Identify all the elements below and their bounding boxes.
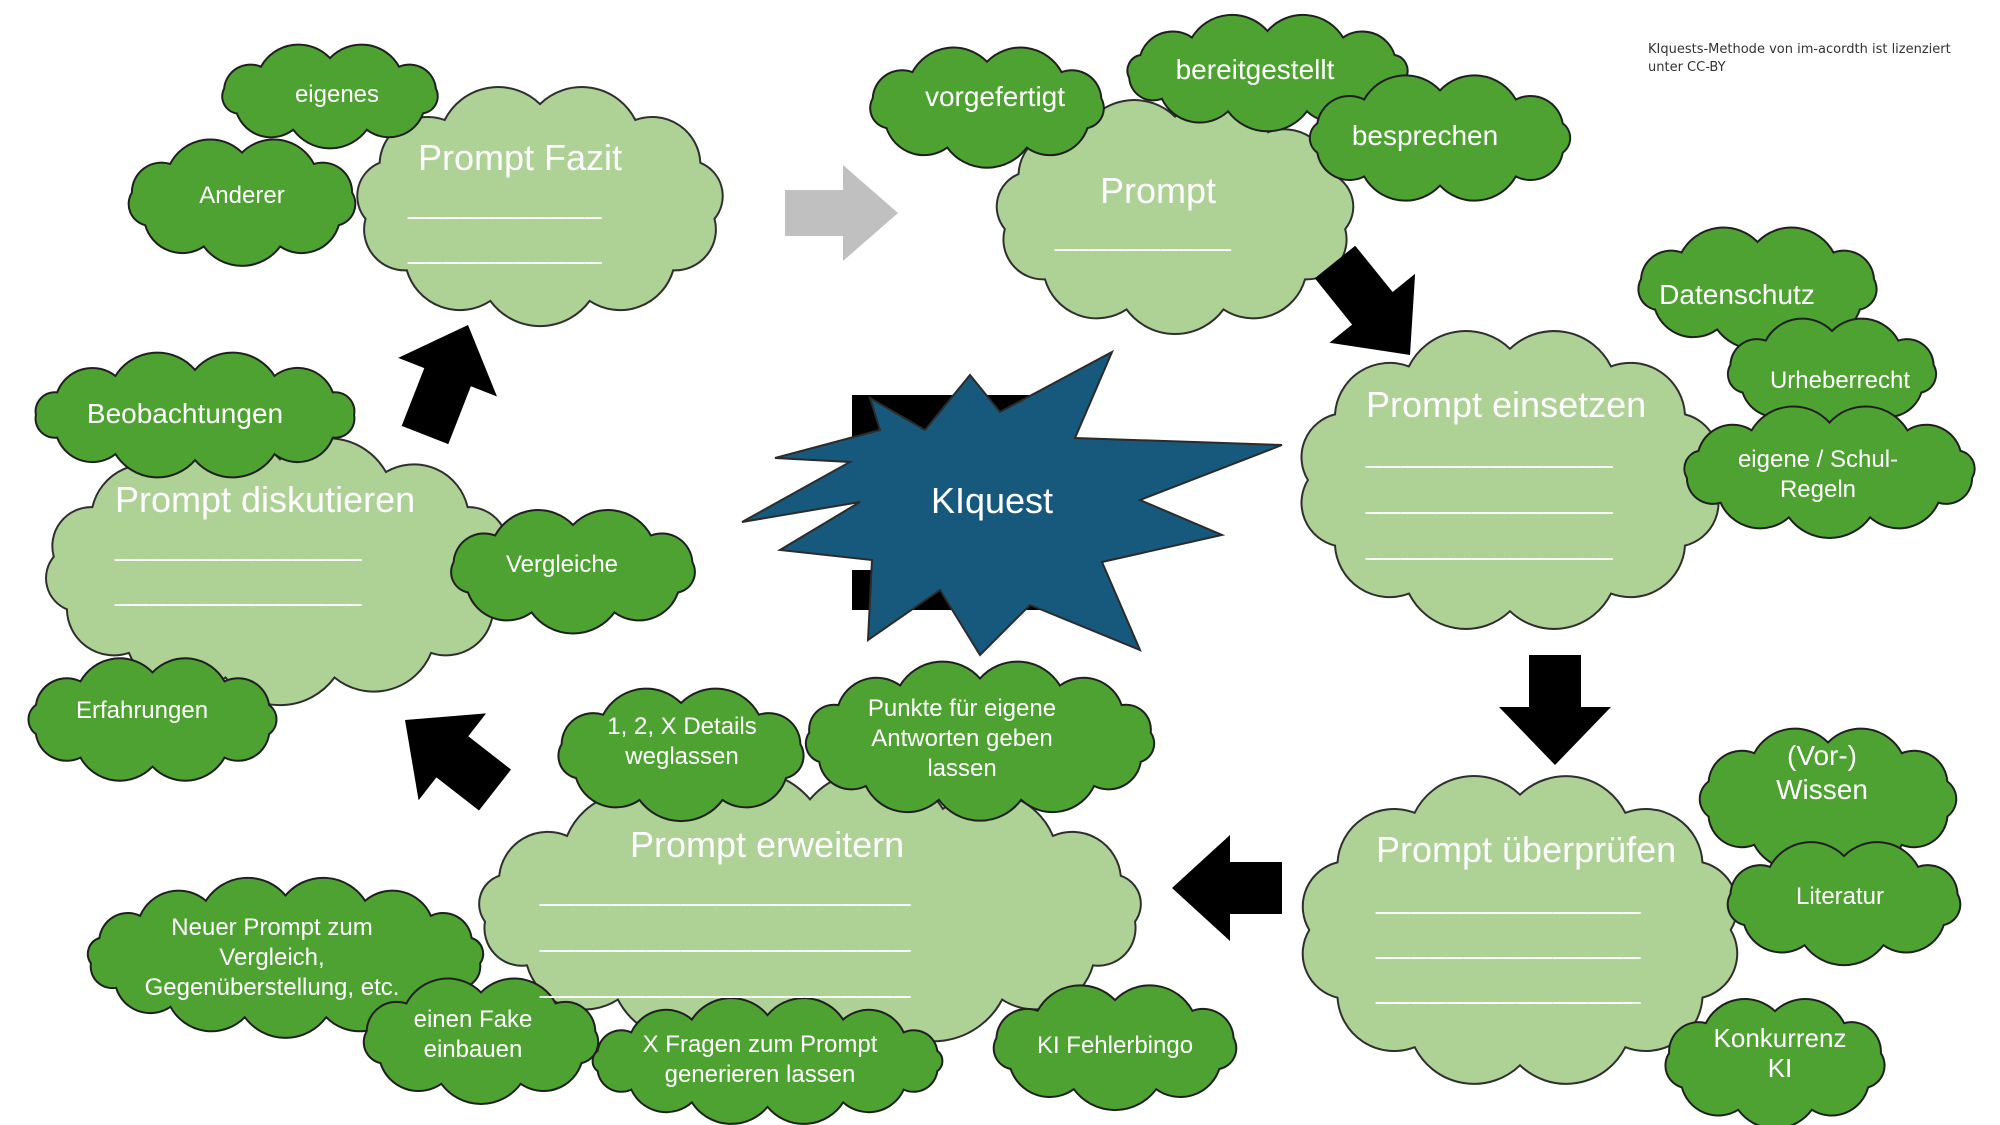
cloud-tag-fehlerbingo [992,984,1238,1111]
cloud-tag-anderer [127,138,357,267]
arrow-ueberpruefen-to-erweitern [1172,835,1282,941]
stage-line-diskutieren-1: ______________ [114,529,363,562]
tag-label-erfahrungen: Erfahrungen [76,697,208,724]
tag-label-konkurrenz-1: Konkurrenz [1714,1023,1847,1053]
cloud-tag-details [557,687,805,822]
cloud-tag-vergleiche [450,509,696,635]
tag-label-fehlerbingo: KI Fehlerbingo [1037,1032,1193,1059]
tag-label-punkte-3: lassen [927,755,996,782]
tag-label-schulregeln-2: Regeln [1780,476,1856,503]
cloud-tag-neuer-prompt [86,876,485,1039]
tag-label-konkurrenz-2: KI [1768,1053,1793,1083]
tag-label-literatur: Literatur [1796,883,1884,910]
tag-label-eigenes: eigenes [295,81,379,108]
stage-line-erweitern-2: _____________________ [539,920,912,953]
tag-label-vergleiche: Vergleiche [506,551,618,578]
stage-line-fazit-1: ___________ [407,187,603,220]
tag-label-vorgefertigt: vorgefertigt [925,81,1065,112]
stage-line-prompt-1: __________ [1054,219,1232,252]
stage-title-einsetzen: Prompt einsetzen [1366,384,1646,425]
stage-title-fazit: Prompt Fazit [418,137,622,178]
arrow-einsetzen-to-ueberpruefen [1499,655,1611,765]
stage-line-einsetzen-1: ______________ [1365,436,1614,469]
tag-label-neuer-prompt-1: Neuer Prompt zum [171,914,372,941]
tag-label-punkte-1: Punkte für eigene [868,695,1056,722]
stage-title-prompt: Prompt [1100,170,1216,211]
tag-label-beobachtungen: Beobachtungen [87,398,283,429]
tag-label-schulregeln-1: eigene / Schul- [1738,446,1898,473]
stage-line-ueberpruefen-2: _______________ [1375,927,1642,960]
cloud-tag-punkte [804,660,1156,822]
stage-title-ueberpruefen: Prompt überprüfen [1376,829,1676,870]
stage-line-ueberpruefen-3: _______________ [1375,972,1642,1005]
arrow-erweitern-to-diskutieren [405,713,511,811]
cloud-prompt-fazit [356,86,724,328]
tag-label-wissen-2: Wissen [1776,774,1868,805]
tag-label-urheberrecht: Urheberrecht [1770,367,1910,394]
cloud-tag-beobachtungen [34,351,356,479]
center-starburst [741,349,1283,657]
tag-label-bereitgestellt: bereitgestellt [1176,54,1335,85]
starburst-shape [741,349,1283,657]
cloud-prompt-ueberpruefen [1301,775,1739,1085]
stage-line-erweitern-3: _____________________ [539,966,912,999]
tag-label-anderer: Anderer [199,182,284,209]
stage-line-diskutieren-2: ______________ [114,574,363,607]
cloud-tag-schulregeln [1683,405,1976,540]
cloud-tag-eigenes [221,43,439,150]
arrow-diskutieren-to-fazit [398,325,497,445]
tag-label-punkte-2: Antworten geben [871,725,1052,752]
tag-label-fake-1: einen Fake [414,1006,533,1033]
cloud-prompt-diskutieren [45,437,515,707]
cloud-tag-erfahrungen [27,657,278,782]
cloud-tag-x-fragen [591,997,944,1125]
diagram-texts: Prompt Fazit ___________ ___________ Prompt… [76,54,1910,1088]
arrow-fazit-to-prompt [785,165,898,261]
tag-label-x-fragen-2: generieren lassen [665,1061,856,1088]
stage-title-diskutieren: Prompt diskutieren [115,479,415,520]
cloud-tag-besprechen [1308,74,1572,202]
stage-line-einsetzen-3: ______________ [1365,528,1614,561]
credit-line-2: unter CC-BY [1648,60,1726,75]
cloud-tag-konkurrenz [1664,998,1886,1125]
tag-clouds [27,13,1976,1125]
stage-clouds [45,86,1739,1085]
tag-label-besprechen: besprechen [1352,120,1498,151]
center-label: KIquest [931,480,1053,521]
stage-line-erweitern-1: _____________________ [539,874,912,907]
stage-line-fazit-2: ___________ [407,232,603,265]
cloud-tag-fake [362,977,600,1105]
stage-line-ueberpruefen-1: _______________ [1375,882,1642,915]
tag-label-details-2: weglassen [624,743,738,770]
tag-label-neuer-prompt-2: Vergleich, [219,944,324,971]
tag-label-neuer-prompt-3: Gegenüberstellung, etc. [145,974,400,1001]
stage-line-einsetzen-2: ______________ [1365,482,1614,515]
cloud-tag-literatur [1726,841,1962,967]
cloud-tag-vorgefertigt [869,46,1105,169]
tag-label-wissen-1: (Vor-) [1787,740,1857,771]
stage-title-erweitern: Prompt erweitern [630,824,904,865]
credit-line-1: KIquests-Methode von im-acordth ist lize… [1648,42,1951,57]
tag-label-datenschutz: Datenschutz [1659,279,1815,310]
tag-label-x-fragen-1: X Fragen zum Prompt [643,1031,878,1058]
cloud-prompt-einsetzen [1300,330,1720,630]
flow-arrows [398,165,1611,941]
tag-label-fake-2: einbauen [424,1036,523,1063]
arrow-prompt-to-einsetzen [1314,245,1416,355]
tag-label-details-1: 1, 2, X Details [607,713,756,740]
